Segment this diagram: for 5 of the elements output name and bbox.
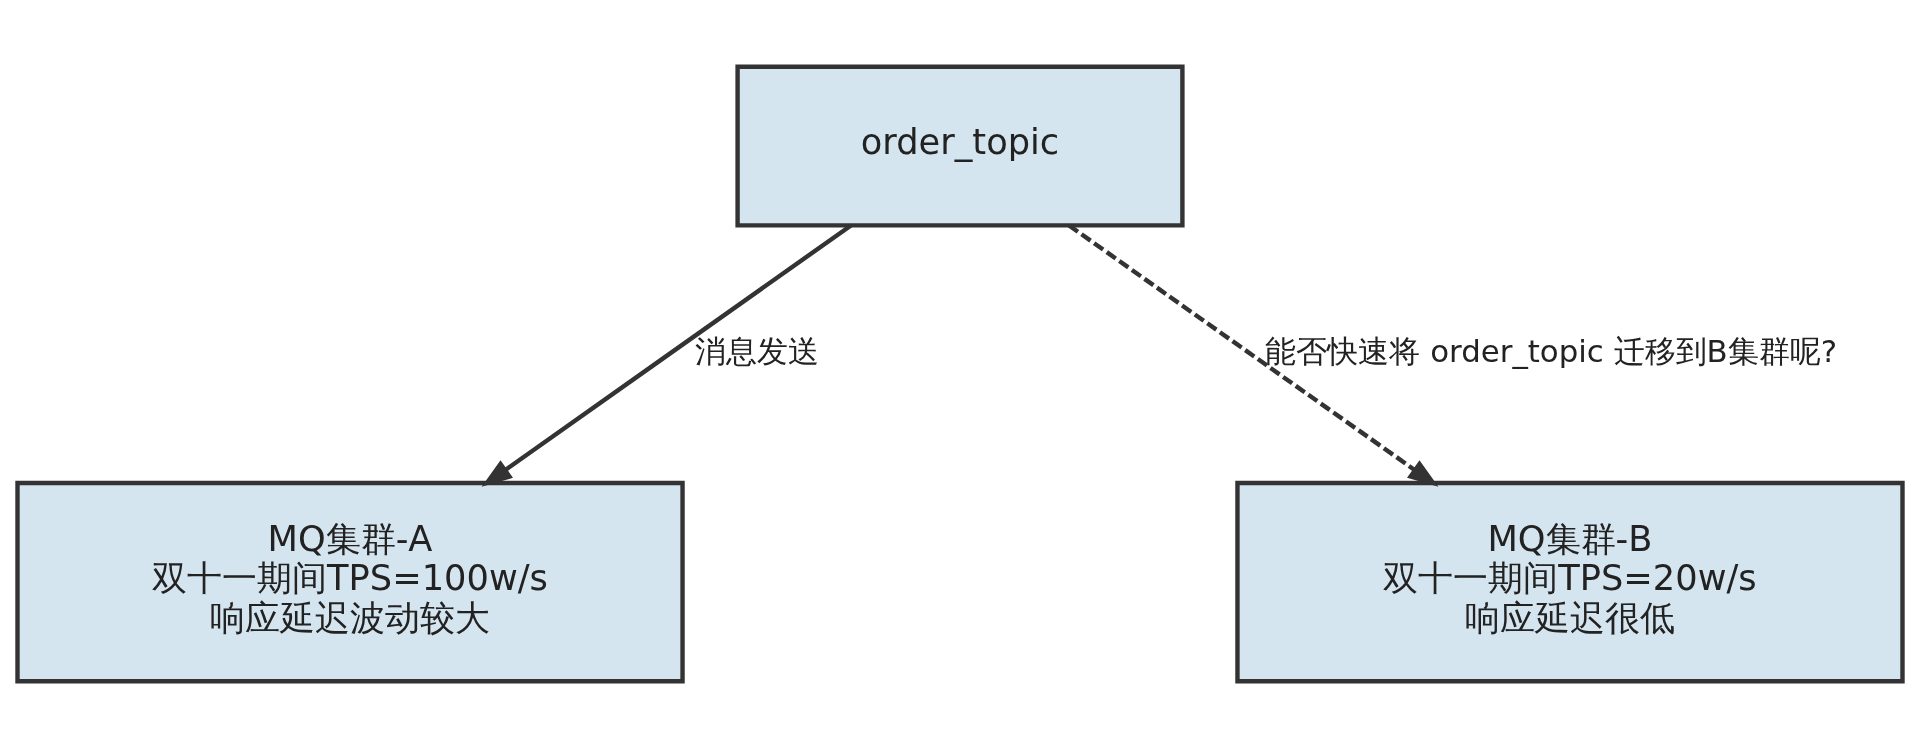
edge-label: 能否快速将 order_topic 迁移到B集群呢?	[1265, 332, 1838, 369]
node-box: MQ集群-A 双十一期间TPS=100w/s 响应延迟波动较大	[15, 480, 685, 683]
node-box: MQ集群-B 双十一期间TPS=20w/s 响应延迟很低	[1235, 480, 1905, 683]
node-box: order_topic	[735, 64, 1185, 228]
edge-label: 消息发送	[695, 332, 820, 369]
